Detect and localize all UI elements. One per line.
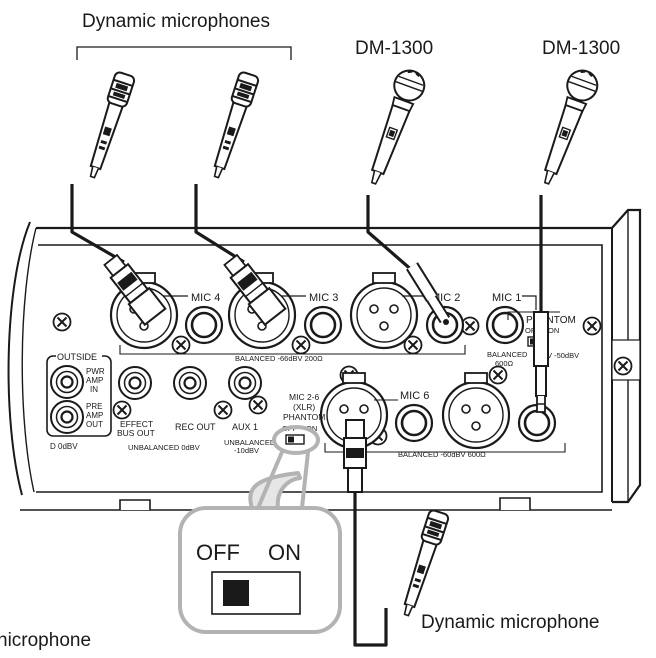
panel-screw-2 [171,335,191,355]
dynamic-microphone-2 [205,70,261,182]
microphone-label-cut: nicrophone [0,630,92,651]
aux1-connector[interactable] [227,365,263,401]
aux1-label: AUX 1 [232,422,258,432]
dm1300-label-left: DM-1300 [355,38,434,59]
pwr-amp-in-label-2: AMP [86,376,103,385]
dm1300-microphone-2 [531,65,603,190]
pre-amp-out-connector[interactable] [49,399,85,435]
mic2-phone-plug [406,262,451,325]
callout-on-label: ON [268,540,301,565]
mic6-label: MIC 6 [400,390,429,402]
dynamic-microphones-bracket [76,46,292,60]
panel-screw-13 [248,395,268,415]
pwr-amp-in-label-3: IN [90,385,98,394]
dynamic-microphones-label: Dynamic microphones [82,11,270,32]
dynamic-microphone-1 [81,70,137,182]
mic1-balanced-label: BALANCED [487,350,528,359]
panel-screw-10 [488,365,508,385]
mic26-phantom-switch[interactable] [285,434,305,445]
unbalanced-label: UNBALANCED [224,438,276,447]
mic26-phantom-label: PHANTOM [283,412,325,422]
panel-screw-1 [52,312,72,332]
microphone-cables [70,184,543,647]
mic6-phone-jack[interactable] [394,403,434,443]
outside-label: OUTSIDE [57,352,97,362]
phantom-switch-callout: OFF ON [178,425,342,634]
mic1-phantom-off-label: OFF [525,326,540,335]
mic1-label: MIC 1 [492,292,521,304]
outside-level-label: D 0dBV [50,442,78,451]
mic2-xlr-connector[interactable] [349,271,419,350]
balanced-60dbv-label: BALANCED -60dBV 600Ω [398,450,486,459]
mic3-label: MIC 3 [309,292,338,304]
pwr-amp-in-connector[interactable] [49,364,85,400]
mic1-phantom-level-label: V -50dBV [547,351,579,360]
dm1300-microphone-1 [358,65,430,190]
effect-bus-out-connector[interactable] [117,365,153,401]
panel-screw-11 [112,400,132,420]
pre-amp-out-label-3: OUT [86,420,103,429]
pre-amp-out-label-2: AMP [86,411,103,420]
mic3-phone-jack[interactable] [303,305,343,345]
dynamic-microphone-label: Dynamic microphone [421,612,600,633]
mic1-impedance-label: 600Ω [495,359,514,368]
callout-switch-knob [223,580,249,606]
unbalanced-0dbv-label: UNBALANCED 0dBV [128,443,200,452]
mic26-xlr-label: (XLR) [293,402,315,412]
panel-screw-12 [213,400,233,420]
mic1-phantom-label: PHANTOM [526,315,576,326]
mic26-on-label: ON [306,424,317,433]
mic4-label: MIC 4 [191,292,220,304]
mic5-xlr-plug [343,419,367,493]
mic26-label: MIC 2-6 [289,392,320,402]
pre-amp-out-label-1: PRE [86,402,102,411]
panel-screw-3 [291,335,311,355]
mic4-phone-jack[interactable] [184,305,224,345]
mic1-phantom-on-label: ON [548,326,559,335]
unbalanced-level-label: -10dBV [234,446,259,455]
pwr-amp-in-label-1: PWR [86,367,105,376]
rec-out-connector[interactable] [172,365,208,401]
dynamic-microphone-3 [395,508,451,620]
effect-label-1: EFFECT [120,419,153,429]
panel-screw-7 [613,356,633,376]
dm1300-label-right: DM-1300 [542,38,621,59]
mic1-phone-plug [533,311,549,413]
rec-out-label: REC OUT [175,422,216,432]
callout-off-label: OFF [196,540,240,565]
effect-label-2: BUS OUT [117,428,155,438]
panel-screw-6 [582,316,602,336]
balanced-66dbv-label: BALANCED -66dBV 200Ω [235,354,323,363]
